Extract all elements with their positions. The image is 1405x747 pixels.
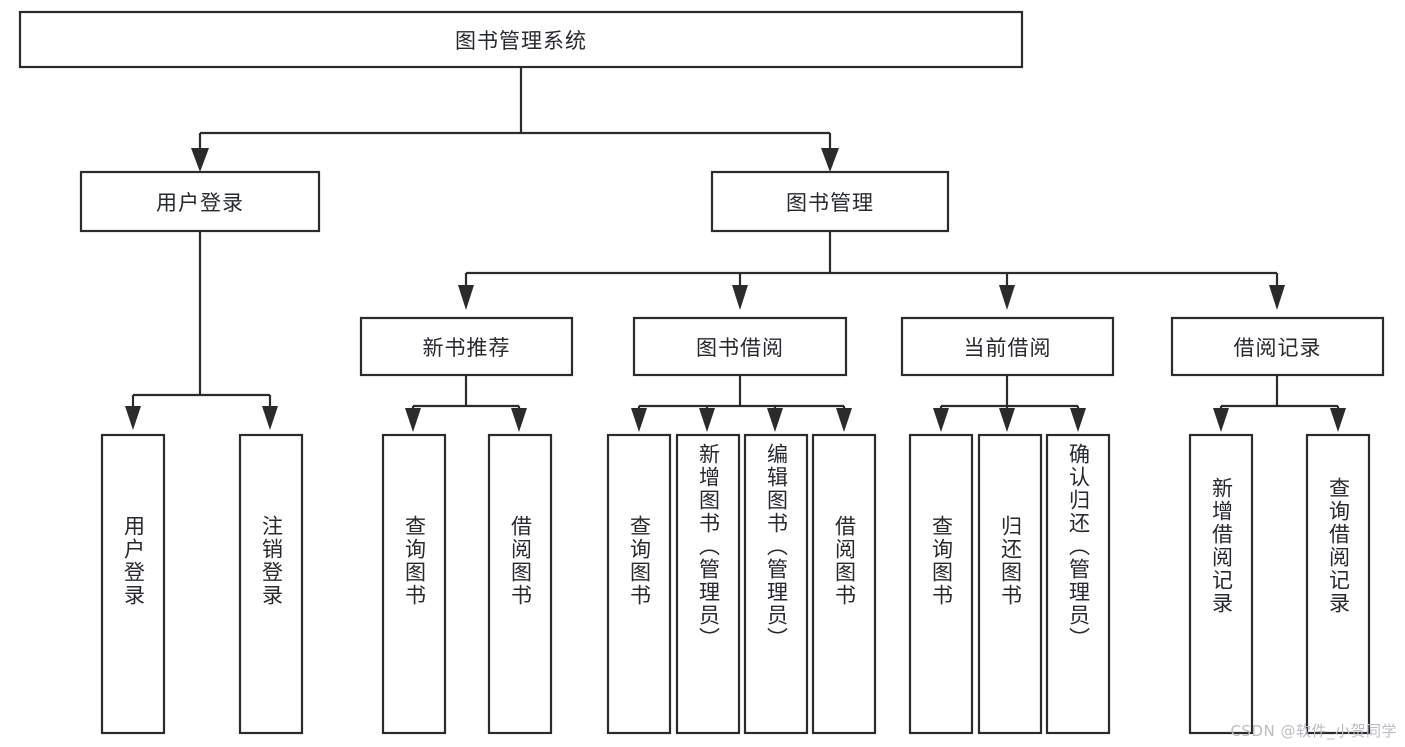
arrow-br-2: [1330, 408, 1346, 432]
node-box-borrow-record[interactable]: [1170, 316, 1385, 377]
arrow-ul-left: [125, 406, 141, 430]
arrow-bb-3: [767, 408, 783, 432]
node-box-leaf-return-book[interactable]: [977, 433, 1043, 735]
csdn-watermark: CSDN @软件_小贺同学: [1230, 722, 1397, 740]
arrow-cb-1: [933, 408, 949, 432]
arrow-bm-c4: [1269, 285, 1285, 310]
arrow-nbr-l: [405, 408, 421, 432]
connector-group-new-book-recommend: [405, 375, 527, 432]
node-box-leaf-borrow-book-2[interactable]: [811, 433, 877, 735]
node-box-current-borrow[interactable]: [900, 316, 1115, 377]
arrow-bb-1: [631, 408, 647, 432]
node-box-leaf-query-book-1[interactable]: [381, 433, 447, 735]
arrow-bm-c2: [732, 285, 748, 310]
node-box-leaf-query-book-3[interactable]: [908, 433, 974, 735]
node-box-leaf-user-login[interactable]: [100, 433, 166, 735]
node-box-user-login[interactable]: [79, 170, 321, 233]
arrow-bb-4: [836, 408, 852, 432]
node-box-leaf-query-book-2[interactable]: [606, 433, 672, 735]
arrow-root-to-book-management: [821, 148, 839, 172]
connector-group-user-login: [125, 231, 278, 430]
arrow-bm-c3: [999, 285, 1015, 310]
arrow-br-1: [1213, 408, 1229, 432]
arrow-root-to-user-login: [191, 148, 209, 172]
node-box-root[interactable]: [18, 10, 1024, 69]
arrow-cb-2: [999, 408, 1015, 432]
node-box-leaf-logout-login[interactable]: [238, 433, 304, 735]
node-box-book-borrow[interactable]: [632, 316, 848, 377]
node-box-leaf-edit-book[interactable]: [743, 433, 809, 735]
node-box-book-management[interactable]: [710, 170, 950, 233]
connector-group-root: [191, 67, 839, 172]
node-box-leaf-query-record[interactable]: [1305, 433, 1371, 735]
connector-group-book-borrow: [631, 375, 852, 432]
arrow-bb-2: [699, 408, 715, 432]
connector-group-current-borrow: [933, 375, 1086, 432]
node-box-leaf-confirm-return[interactable]: [1045, 433, 1111, 735]
arrow-nbr-r: [511, 408, 527, 432]
node-box-new-book-recommend[interactable]: [359, 316, 574, 377]
connector-group-book-management: [458, 231, 1285, 310]
arrow-cb-3: [1070, 408, 1086, 432]
arrow-bm-c1: [458, 285, 474, 310]
connector-group-borrow-record: [1213, 375, 1346, 432]
arrow-ul-right: [262, 406, 278, 430]
node-box-leaf-borrow-book-1[interactable]: [487, 433, 553, 735]
node-box-leaf-add-book[interactable]: [675, 433, 741, 735]
node-box-leaf-add-record[interactable]: [1188, 433, 1254, 735]
